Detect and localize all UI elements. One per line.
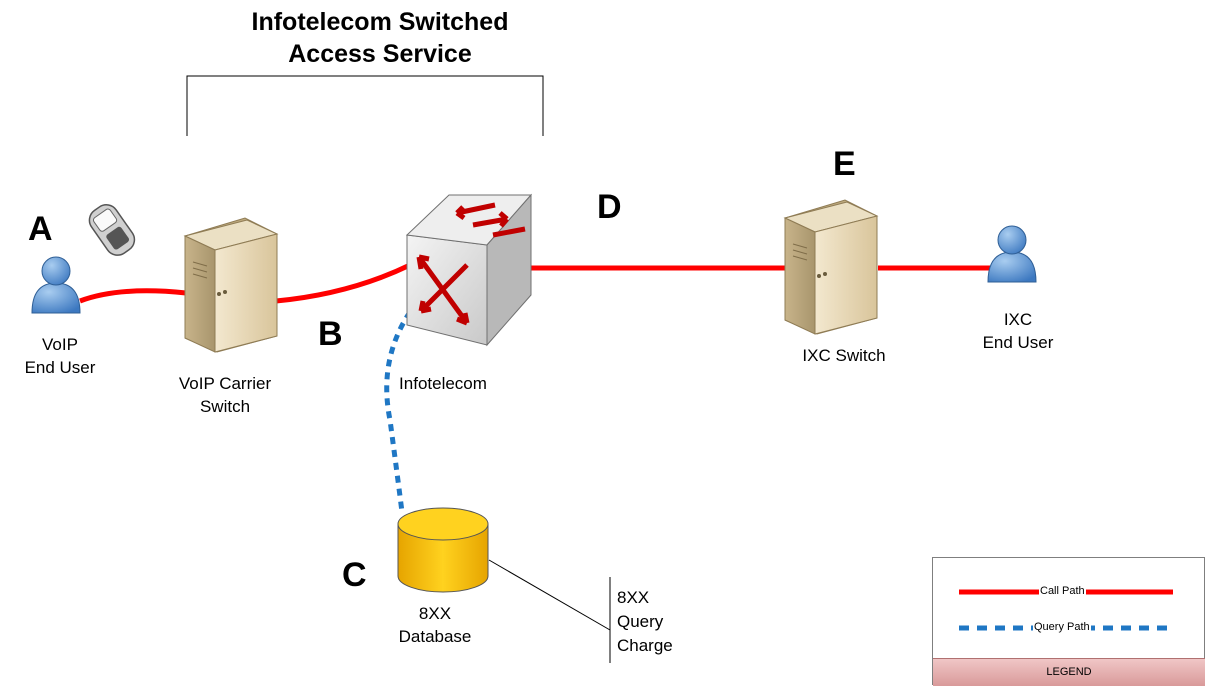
server-icon — [183, 217, 279, 353]
letter-a: A — [28, 210, 53, 248]
infotelecom-label: Infotelecom — [399, 374, 487, 393]
phone-icon — [88, 204, 136, 256]
person-icon — [987, 225, 1037, 283]
letter-d: D — [597, 188, 622, 226]
database-label: 8XX Database — [398, 604, 472, 646]
legend-graphics — [959, 589, 1173, 631]
query-charge-label: 8XX Query Charge — [617, 588, 673, 655]
ixc-end-user-label: IXC End User — [982, 310, 1054, 352]
legend-call-path-label: Call Path — [1039, 585, 1086, 597]
query-charge-callout — [488, 559, 611, 631]
title-line-1: Infotelecom Switched — [251, 8, 509, 36]
router-icon — [405, 193, 533, 347]
letter-e: E — [833, 145, 856, 183]
title-line-2: Access Service — [288, 40, 472, 68]
call-path-voip-switch-to-infotelecom — [275, 262, 412, 304]
letter-c: C — [342, 556, 367, 594]
person-icon — [31, 256, 81, 314]
voip-carrier-switch-label: VoIP Carrier Switch — [178, 374, 272, 416]
database-icon — [397, 507, 489, 593]
legend-title: LEGEND — [933, 658, 1205, 686]
query-path — [384, 310, 413, 513]
legend-query-path-label: Query Path — [1033, 621, 1091, 633]
service-bracket — [186, 75, 544, 136]
voip-end-user-label: VoIP End User — [24, 335, 96, 377]
ixc-switch-label: IXC Switch — [802, 346, 886, 365]
call-path-a-to-voip-switch — [79, 288, 187, 304]
letter-b: B — [318, 315, 343, 353]
diagram-title: Infotelecom Switched Access Service — [180, 6, 580, 70]
server-icon — [783, 199, 879, 335]
